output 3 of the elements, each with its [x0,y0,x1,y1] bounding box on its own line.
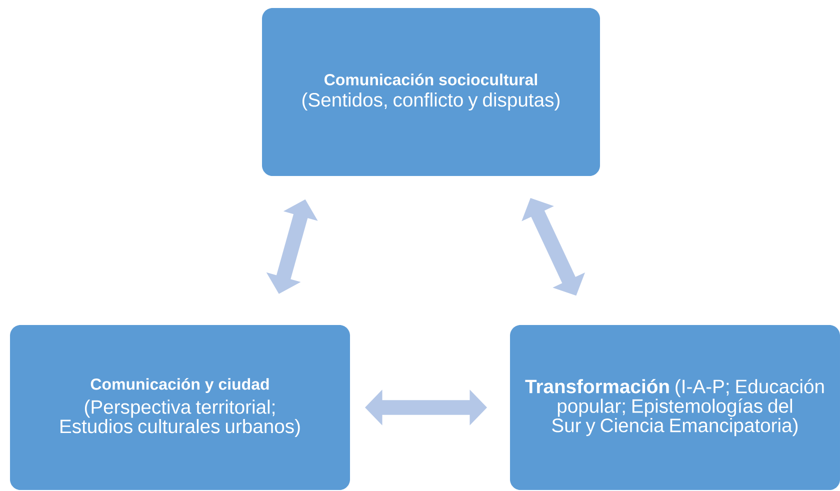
text-box: Transformación (I-A-P; Educación popular; Epistemologías del Sur y Ciencia Emancipatoria) [510,324,840,490]
text-box: Comunicación sociocultural (Sentidos, conflicto y disputas) [262,8,600,176]
text-box: Comunicación y ciudad (Perspectiva territorial; Estudios culturales urbanos) [10,324,350,490]
